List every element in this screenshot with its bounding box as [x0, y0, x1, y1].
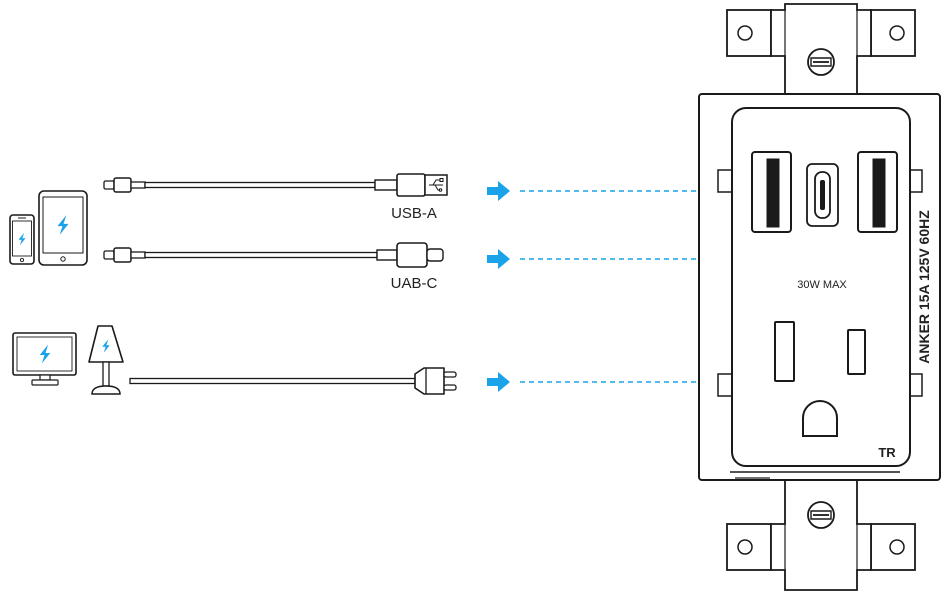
usb-a-port-right: [857, 151, 898, 233]
arrow-right-icon: [487, 181, 510, 201]
arrow-right-icon: [487, 372, 510, 392]
screw-icon: [807, 501, 835, 529]
usb-a-label: USB-A: [391, 205, 437, 222]
monitor-icon: [12, 332, 77, 386]
mobile-devices-group: [9, 190, 88, 266]
tr-label: TR: [878, 445, 896, 460]
usb-a-cable: [103, 173, 448, 197]
outlet-slot-hot: [847, 329, 866, 375]
usb-a-port-left: [751, 151, 792, 233]
rating-label: ANKER 15A 125V 60HZ: [916, 210, 932, 364]
home-appliances-group: [12, 325, 124, 395]
outlet-ground-hole: [802, 400, 838, 437]
screw-icon: [807, 48, 835, 76]
phone-icon: [9, 214, 35, 265]
usb-c-cable: [103, 242, 444, 268]
outlet-slot-neutral: [774, 321, 795, 382]
power-plug: [129, 367, 457, 395]
arrow-right-icon: [487, 249, 510, 269]
lamp-icon: [88, 325, 124, 395]
usb-c-label: UAB-C: [391, 275, 438, 292]
bottom-mounting-strap: [726, 479, 916, 591]
max-power-label: 30W MAX: [797, 279, 847, 291]
usb-c-port: [806, 163, 839, 227]
top-mounting-strap: [726, 3, 916, 101]
outlet-device: [698, 3, 941, 591]
connection-lines: [520, 190, 824, 383]
usb-c-connection-line: [520, 229, 824, 260]
tablet-icon: [38, 190, 88, 266]
